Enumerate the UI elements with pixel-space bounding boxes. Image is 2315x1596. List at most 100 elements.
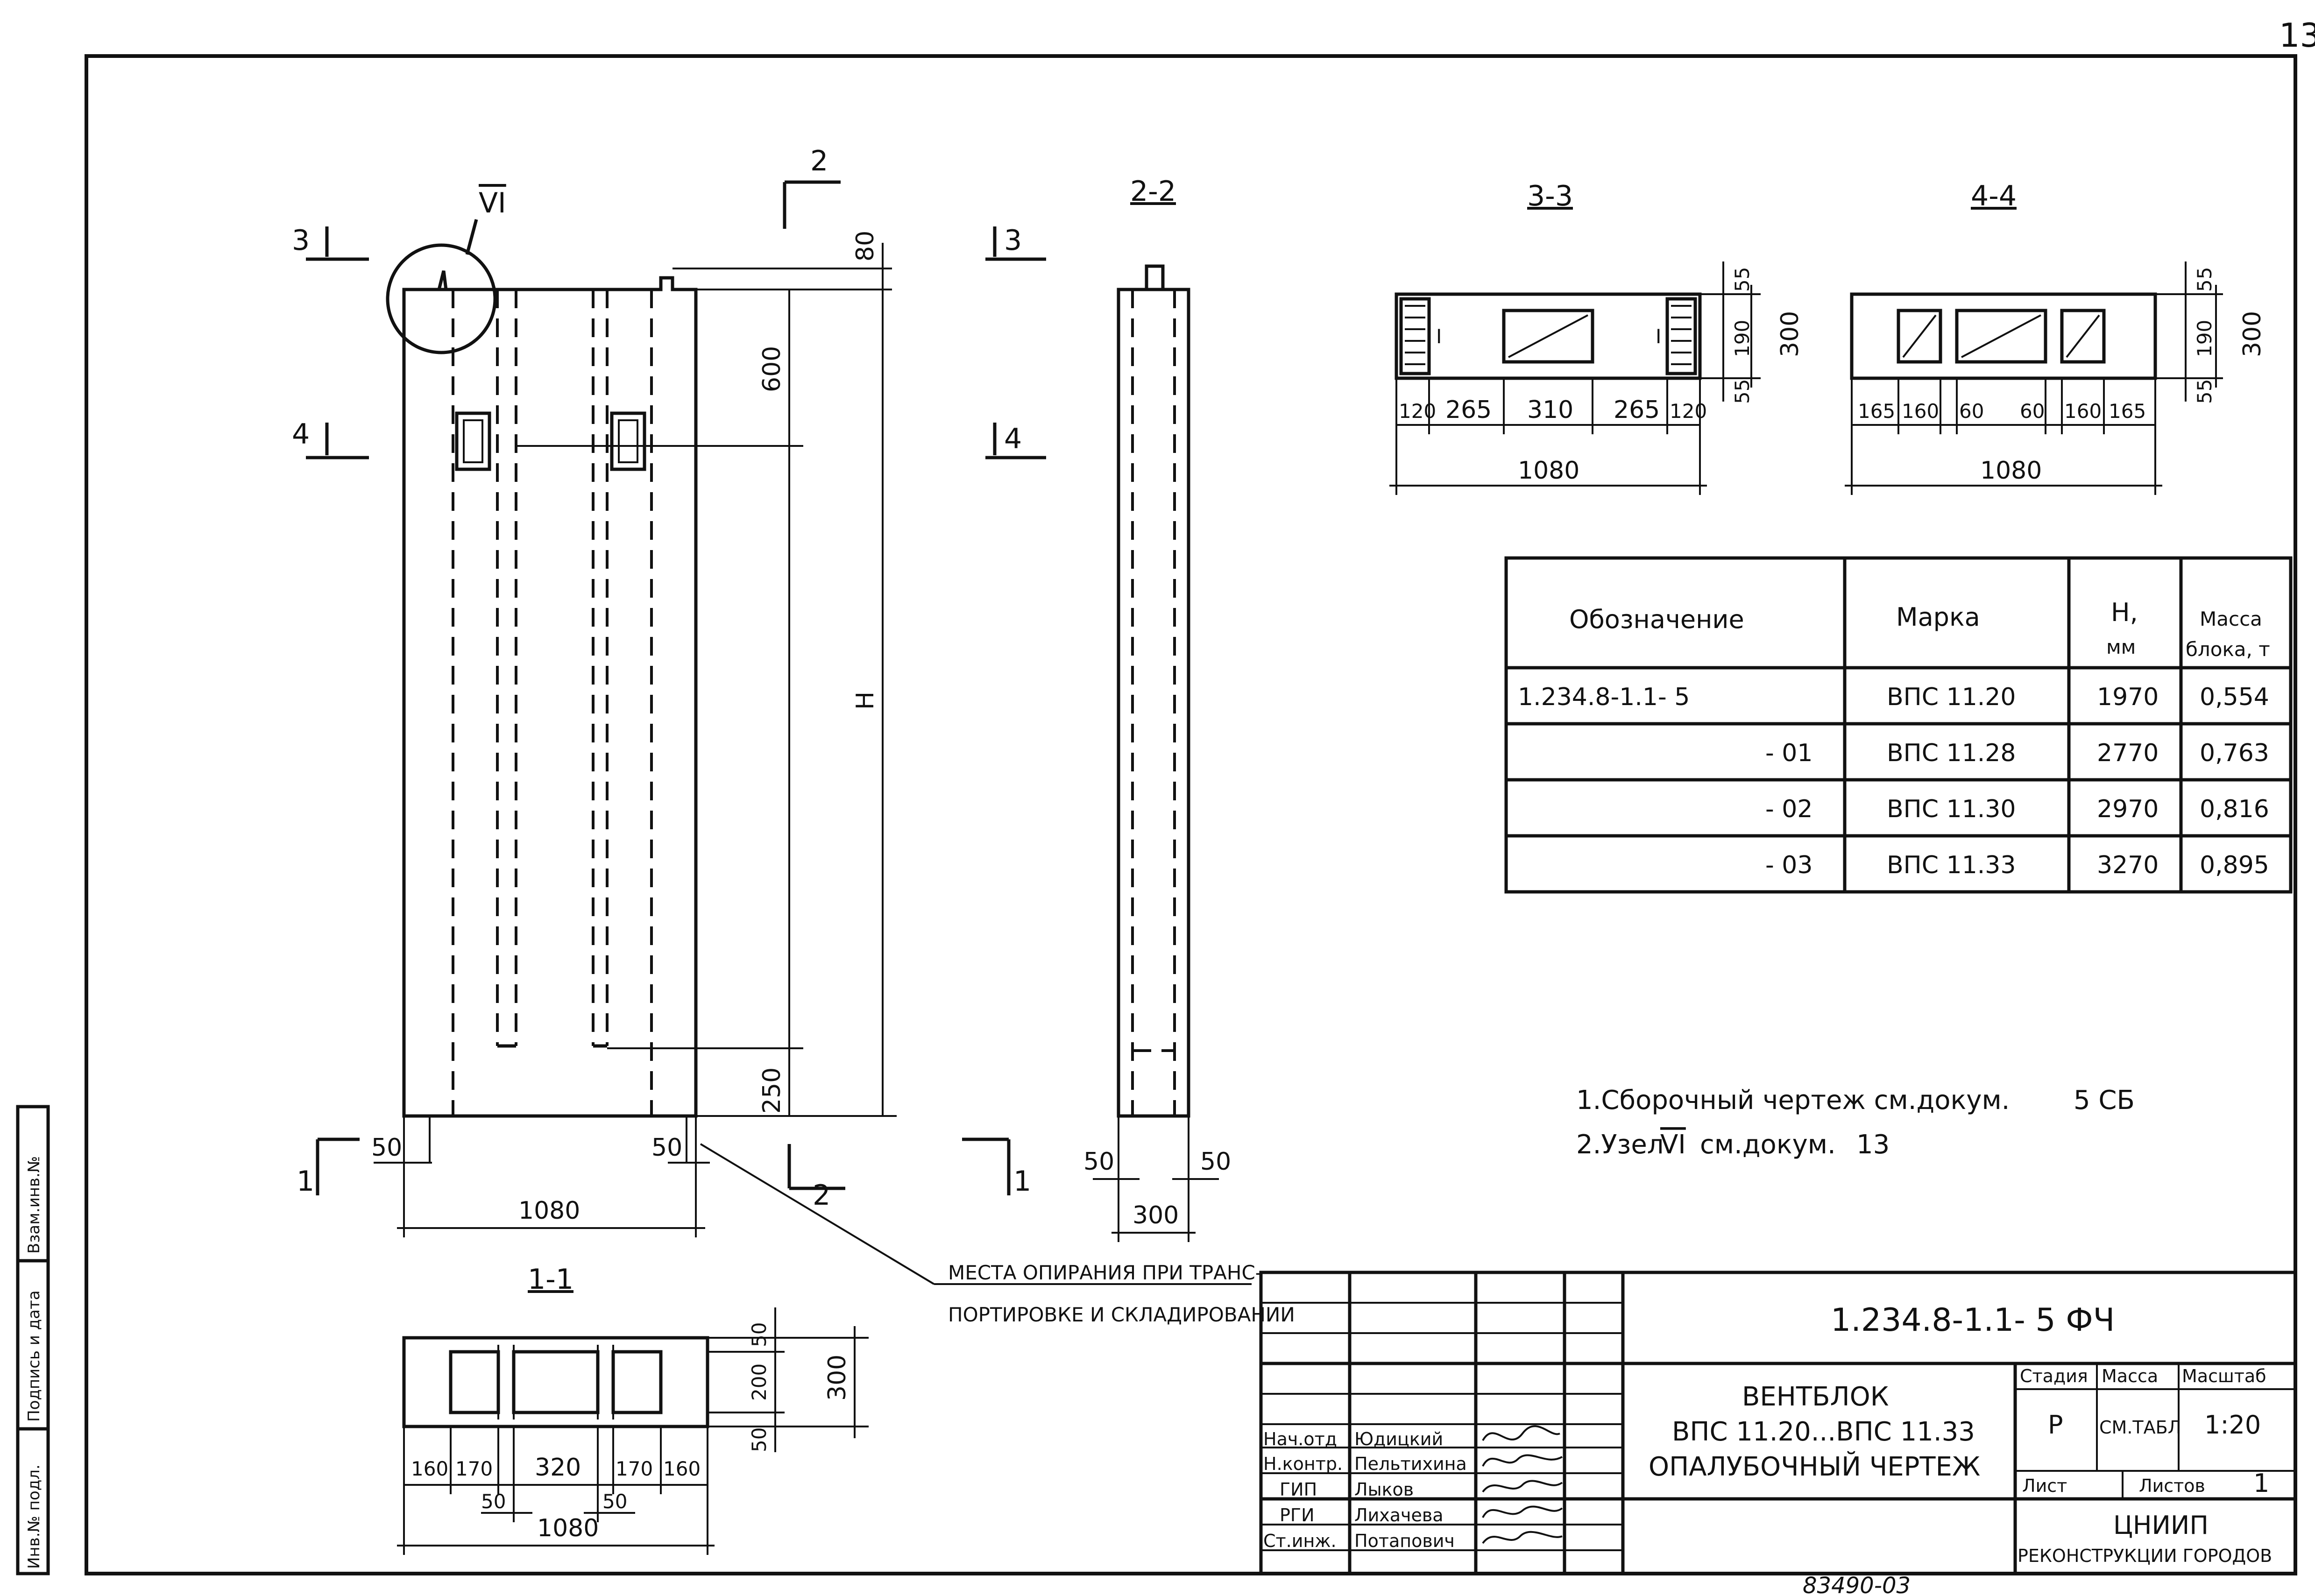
sig-name-1: Юдицкий (1354, 1429, 1443, 1449)
mark-1-right: 1 (1013, 1165, 1031, 1198)
section-1-1-vdim-1: 50 (748, 1322, 771, 1347)
mass-header: Масса (2102, 1366, 2158, 1386)
section-4-4-dim-6: 165 (2109, 400, 2146, 423)
section-4-4-vdim-3: 55 (2193, 379, 2216, 404)
page-number: 13 (2279, 16, 2315, 55)
section-3-3: 3-3 I I 120 265 310 265 120 1080 (1389, 180, 1804, 495)
section-1-1-dim-3: 320 (535, 1454, 581, 1482)
mass-value: СМ.ТАБЛ (2099, 1417, 2181, 1438)
doc-code: 1.234.8-1.1- 5 ФЧ (1831, 1302, 2115, 1339)
org-line-1: ЦНИИП (2113, 1511, 2209, 1540)
section-2-2-dim-right: 50 (1200, 1148, 1231, 1176)
title-line-1: ВЕНТБЛОК (1742, 1382, 1889, 1412)
spec-header-mass-unit: блока, т (2186, 638, 2270, 661)
spec-header-mass: Масса (2200, 607, 2262, 630)
section-2-2-dim-width: 300 (1133, 1201, 1179, 1229)
spec-header-h-unit: мм (2106, 636, 2136, 658)
note-2-tail: см.докум. (1700, 1130, 1836, 1160)
dim-top: 80 (851, 231, 879, 261)
section-4-4-vdim-2: 190 (2193, 320, 2216, 357)
section-2-2: 2-2 50 50 300 (1083, 175, 1231, 1242)
spec-cell-h: 3270 (2097, 851, 2159, 879)
signature-scribble-3 (1482, 1480, 1563, 1493)
section-1-1-dim-5: 160 (663, 1457, 701, 1480)
spec-header-h: Н, (2111, 598, 2138, 627)
section-1-1-vdim-4: 300 (823, 1355, 851, 1401)
stage-header: Стадия (2020, 1366, 2088, 1386)
signature-scribble-5 (1482, 1531, 1563, 1544)
dim-upper: 600 (758, 346, 786, 392)
stamp-podpis-data: Подпись и дата (25, 1290, 43, 1422)
spec-cell-mark: ВПС 11.33 (1887, 851, 2016, 879)
section-4-4-dim-4: 60 (2020, 400, 2045, 423)
stamp-vzam-inv: Взам.инв.№ (25, 1156, 43, 1254)
dim-height: H (851, 692, 879, 710)
sig-name-2: Пельтихина (1354, 1454, 1467, 1474)
section-1-1-total: 1080 (537, 1514, 599, 1542)
mark-4-left: 4 (292, 418, 310, 451)
section-3-3-dim-3: 310 (1527, 396, 1573, 424)
mark-4-right: 4 (1004, 423, 1022, 455)
section-1-1-vdim-2: 200 (748, 1363, 771, 1401)
section-1-1-title: 1-1 (528, 1263, 573, 1296)
mark-3-left: 3 (292, 224, 310, 257)
sig-role-1: Нач.отд (1263, 1429, 1337, 1449)
stamp-inv-podl: Инв.№ подл. (25, 1464, 43, 1569)
spec-cell-mass: 0,763 (2200, 739, 2269, 767)
section-1-1-vdim-3: 50 (748, 1427, 771, 1452)
section-4-4-dim-5: 160 (2064, 400, 2102, 423)
section-3-3-vdim-4: 300 (1776, 311, 1804, 357)
section-4-4-dim-2: 160 (1902, 400, 1939, 423)
mark-2-bottom: 2 (813, 1179, 830, 1212)
org-line-2: РЕКОНСТРУКЦИИ ГОРОДОВ (2018, 1546, 2272, 1566)
spec-cell-mark: ВПС 11.28 (1887, 739, 2016, 767)
sig-name-3: Лыков (1354, 1479, 1414, 1500)
spec-cell-designation: - 03 (1765, 851, 1812, 879)
title-line-3: ОПАЛУБОЧНЫЙ ЧЕРТЕЖ (1649, 1451, 1980, 1482)
section-1-1-dim-2: 170 (455, 1457, 493, 1480)
section-3-3-dim-4: 265 (1614, 396, 1660, 424)
sheets-label: Листов (2139, 1476, 2205, 1496)
node-vi-label: VI (479, 187, 506, 219)
section-3-3-total: 1080 (1518, 457, 1579, 485)
sig-role-2: Н.контр. (1263, 1454, 1343, 1474)
sig-role-4: РГИ (1280, 1505, 1315, 1525)
section-4-4-title: 4-4 (1971, 180, 2017, 212)
section-4-4-dim-3: 60 (1959, 400, 1984, 423)
scale-value: 1:20 (2204, 1410, 2261, 1440)
spec-cell-mark: ВПС 11.20 (1887, 683, 2016, 711)
spec-cell-h: 2770 (2097, 739, 2159, 767)
title-block: 1.234.8-1.1- 5 ФЧ ВЕНТБЛОК ВПС 11.20...В… (1259, 1271, 2297, 1575)
dim-left-offset: 50 (371, 1134, 402, 1162)
section-3-3-vdim-3: 55 (1731, 379, 1754, 404)
spec-cell-h: 2970 (2097, 795, 2159, 823)
section-1-1: 1-1 160 170 320 170 160 50 50 1080 (397, 1263, 869, 1555)
section-2-2-dim-left: 50 (1083, 1148, 1114, 1176)
signature-scribble-1 (1482, 1425, 1560, 1441)
note-1-text: 1.Сборочный чертеж см.докум. (1576, 1085, 2010, 1116)
spec-cell-mass: 0,816 (2200, 795, 2269, 823)
section-3-3-dim-2: 265 (1445, 396, 1492, 424)
section-4-4: 4-4 165 160 60 60 160 165 1080 55 190 55 (1845, 180, 2266, 495)
sheets-value: 1 (2253, 1469, 2269, 1498)
section-4-4-vdim-4: 300 (2238, 311, 2266, 357)
sheet-label: Лист (2022, 1476, 2067, 1496)
dim-right-offset: 50 (651, 1134, 682, 1162)
dim-width: 1080 (518, 1197, 580, 1225)
sig-name-5: Потапович (1354, 1531, 1455, 1551)
stage-value: Р (2048, 1410, 2063, 1440)
spec-header-mark: Марка (1896, 602, 1980, 632)
side-stamp: Взам.инв.№ Подпись и дата Инв.№ подл. (16, 1105, 50, 1575)
section-1-1-dim-4: 170 (616, 1457, 653, 1480)
signature-scribble-2 (1482, 1454, 1563, 1467)
section-1-1-dim-1: 160 (411, 1457, 448, 1480)
front-view: VI 3 4 1 2 3 4 1 (292, 145, 1252, 1285)
section-1-1-subdim-2: 50 (602, 1490, 627, 1513)
section-3-3-mark-right: I (1656, 325, 1661, 348)
spec-cell-mark: ВПС 11.30 (1887, 795, 2016, 823)
spec-cell-designation: - 02 (1765, 795, 1812, 823)
note-1-ref: 5 СБ (2074, 1085, 2135, 1116)
note-2-node: VI (1660, 1130, 1686, 1160)
sheet-bottom-text: 83490-03 (1803, 1573, 1911, 1596)
